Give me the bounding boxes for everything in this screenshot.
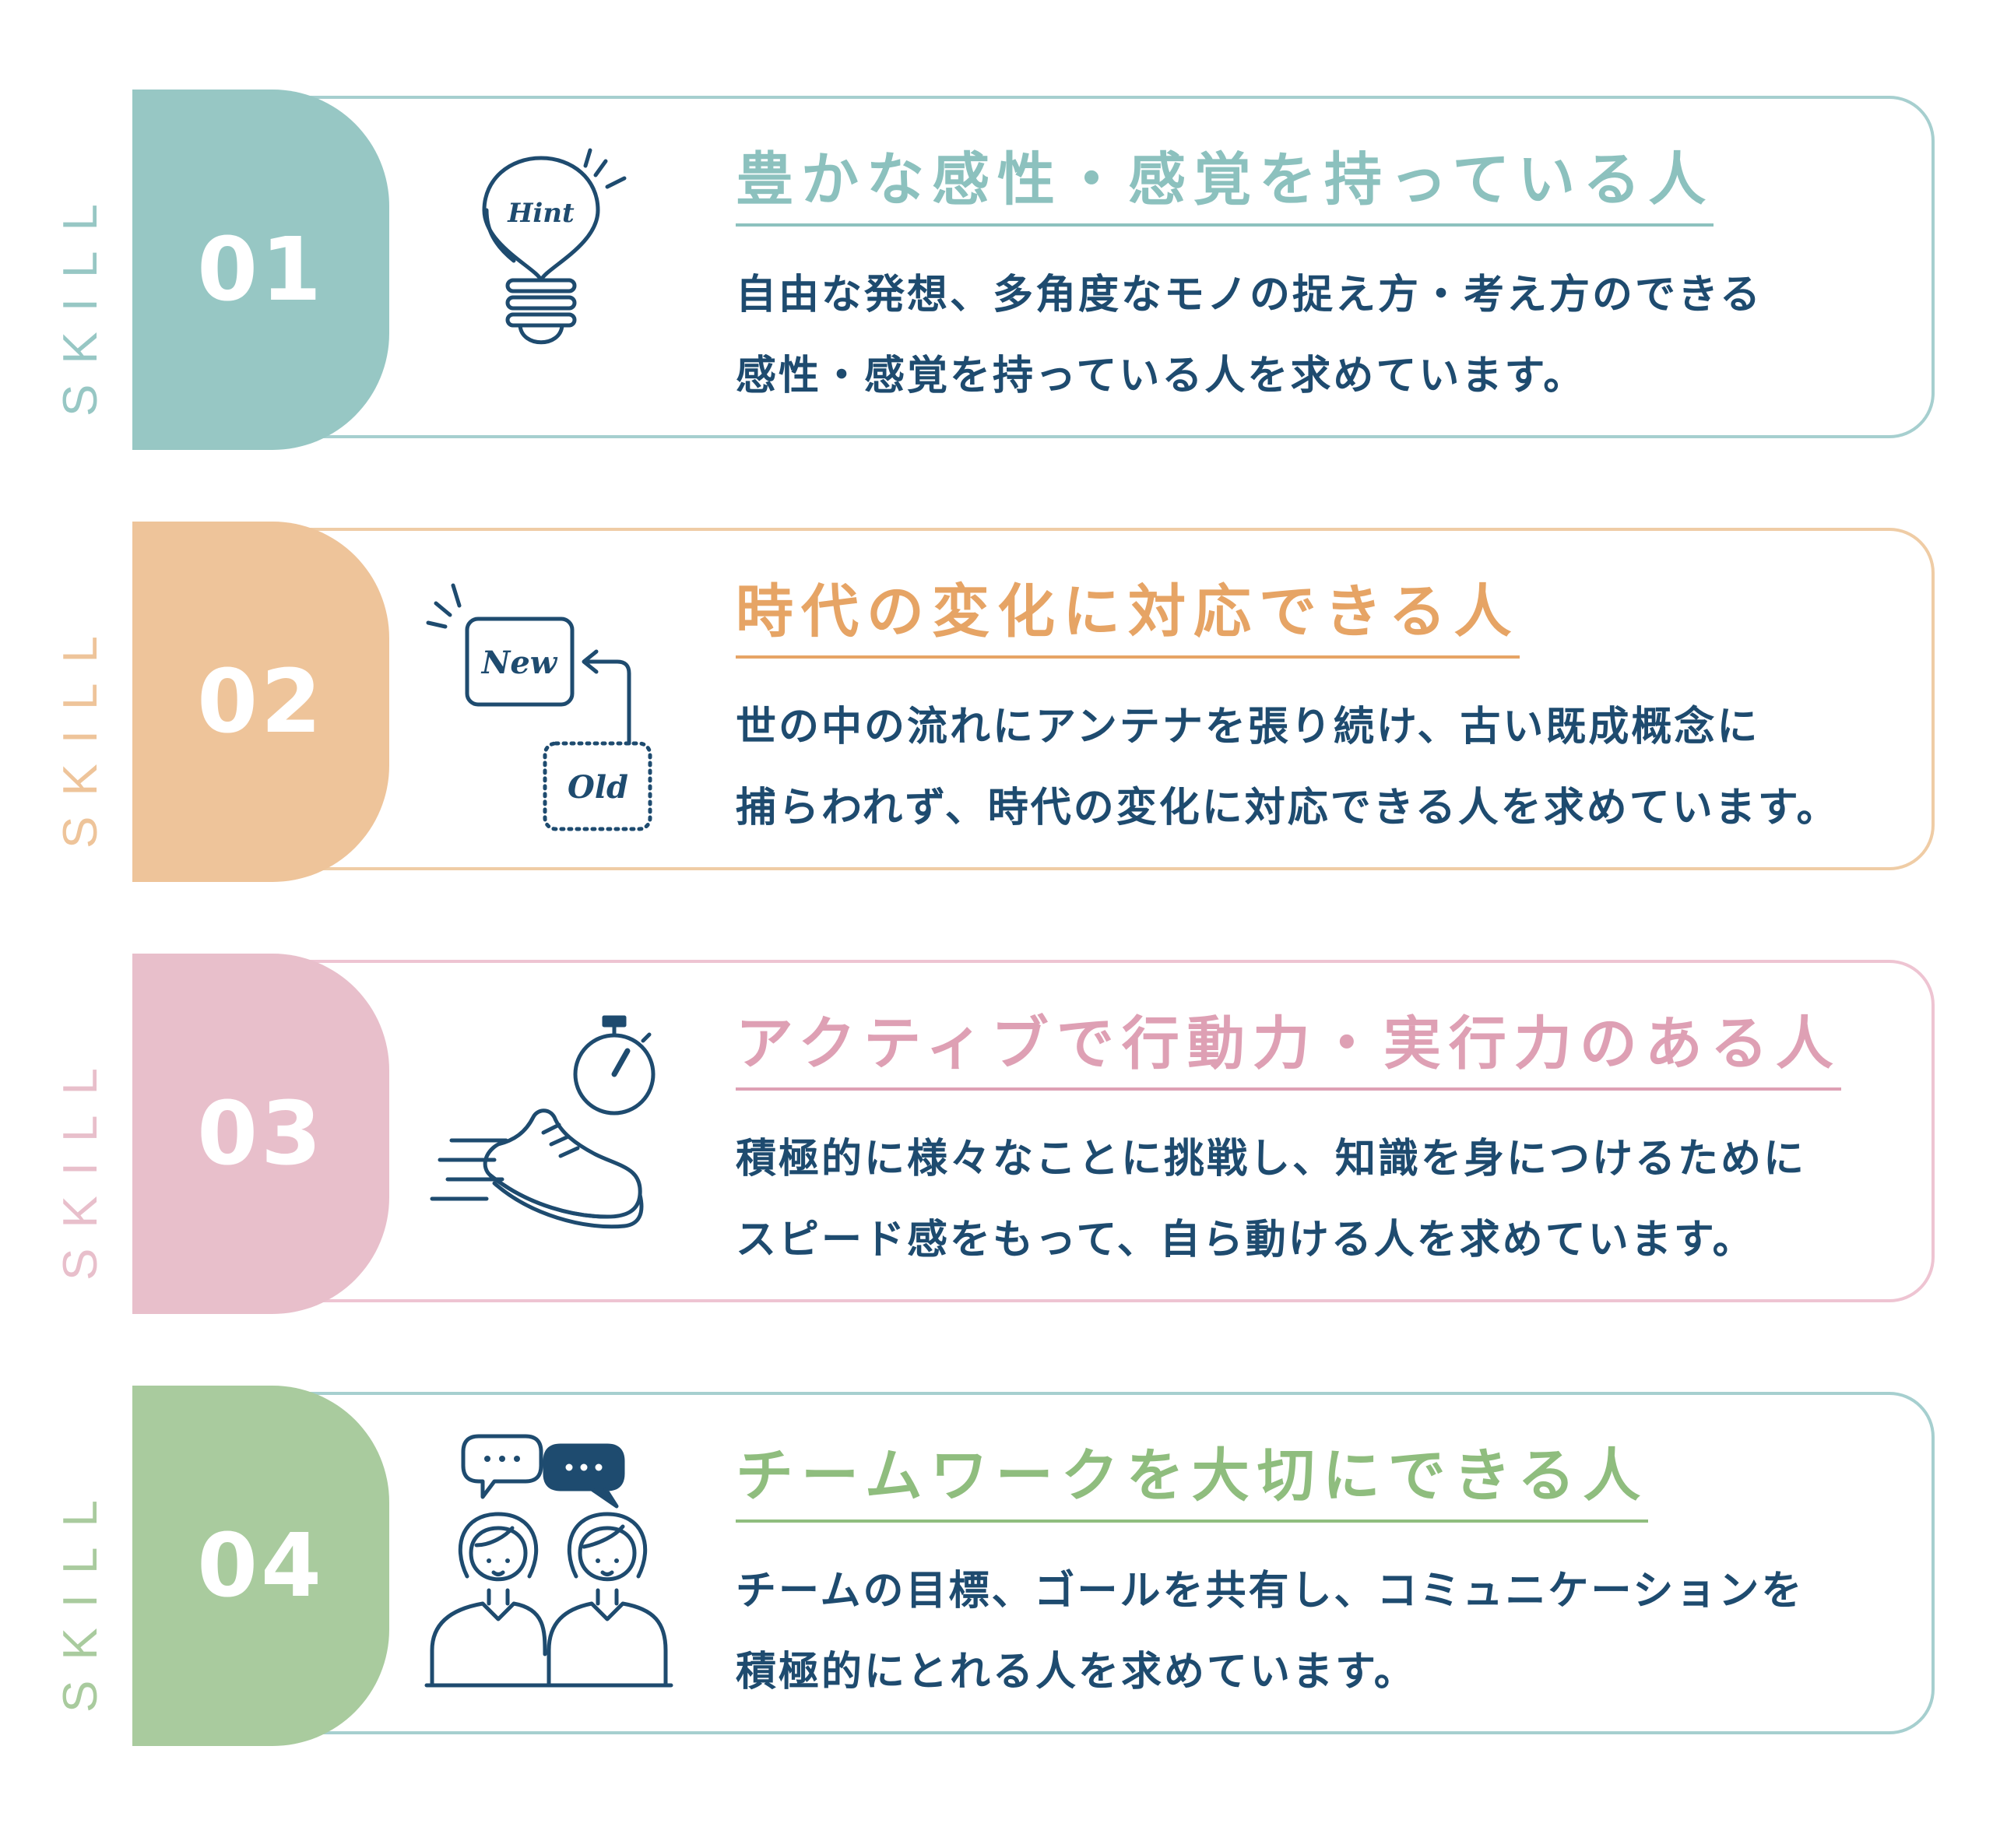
skill-card-03: SKILL 03 アクティブで行動力・実行力のある人 [0,954,1993,1319]
skill-number: 04 [197,1515,325,1617]
skill-vertical-label: SKILL [53,615,107,848]
desc-line-2: 感性・感覚を持っている人を求めています。 [736,353,1587,399]
skill-title: チームワークを大切にできる人 [736,1439,1649,1523]
skill-number: 01 [197,219,325,321]
desc-line-1: チームの目標、ゴールを共有し、コミュニケーションを [736,1568,1805,1614]
card-frame [257,96,1935,438]
new-text: New [480,645,558,681]
skill-title-wrap: アクティブで行動力・実行力のある人 [736,1007,1841,1091]
skill-card-01: SKILL 01 Hint 豊かな感性・感覚を持っている人 自由な発想、多角度な… [0,90,1993,455]
skill-title-wrap: 豊かな感性・感覚を持っている人 [736,142,1714,227]
lightbulb-icon: Hint [420,144,701,409]
skill-number: 02 [197,651,325,753]
desc-line-2: スピード感をもって、自ら動ける人を求めています。 [736,1217,1756,1263]
skill-description: 自由な発想、多角度なモノの捉え方・考え方のできる 感性・感覚を持っている人を求め… [736,255,1763,416]
skill-number-tab: 01 [132,90,389,450]
desc-line-2: 積極的にとれる人を求めています。 [736,1649,1417,1695]
skill-vertical-label: SKILL [53,1479,107,1713]
card-frame [257,960,1935,1302]
card-frame [257,1392,1935,1734]
skill-title-wrap: 時代の変化に対応できる人 [736,574,1520,659]
desc-line-1: 世の中の流れにアンテナを張り続け、古い既成概念に [736,704,1760,750]
skill-title: 時代の変化に対応できる人 [736,574,1520,659]
card-frame [257,528,1935,870]
skill-title-wrap: チームワークを大切にできる人 [736,1439,1649,1523]
skill-card-04: SKILL 04 [0,1386,1993,1751]
desc-line-1: 自由な発想、多角度なモノの捉え方・考え方のできる [736,272,1763,318]
old-text: Old [568,769,628,806]
skill-vertical-label: SKILL [53,1047,107,1281]
hint-text: Hint [507,198,575,229]
two-people-chat-icon [420,1428,701,1740]
skill-description: 世の中の流れにアンテナを張り続け、古い既成概念に 捕らわれず、時代の変化に対応で… [736,687,1840,848]
desc-line-1: 積極的に様々なことに挑戦し、知識を身につけるために [736,1136,1807,1182]
skill-description: チームの目標、ゴールを共有し、コミュニケーションを 積極的にとれる人を求めていま… [736,1551,1804,1713]
skill-number-tab: 02 [132,522,389,882]
desc-line-2: 捕らわれず、時代の変化に対応できる人を求めています。 [736,785,1840,831]
skill-card-02: SKILL 02 New Old 時代の変化に対応できる人 世の中の流れにアンテ… [0,522,1993,887]
skill-title: アクティブで行動力・実行力のある人 [736,1007,1841,1091]
new-old-icon: New Old [420,576,701,841]
skill-title: 豊かな感性・感覚を持っている人 [736,142,1714,227]
skill-description: 積極的に様々なことに挑戦し、知識を身につけるために スピード感をもって、自ら動け… [736,1119,1806,1281]
skill-number-tab: 04 [132,1386,389,1746]
skill-number-tab: 03 [132,954,389,1314]
running-shoe-stopwatch-icon [420,1008,701,1273]
skill-number: 03 [197,1083,325,1185]
skill-vertical-label: SKILL [53,183,107,416]
